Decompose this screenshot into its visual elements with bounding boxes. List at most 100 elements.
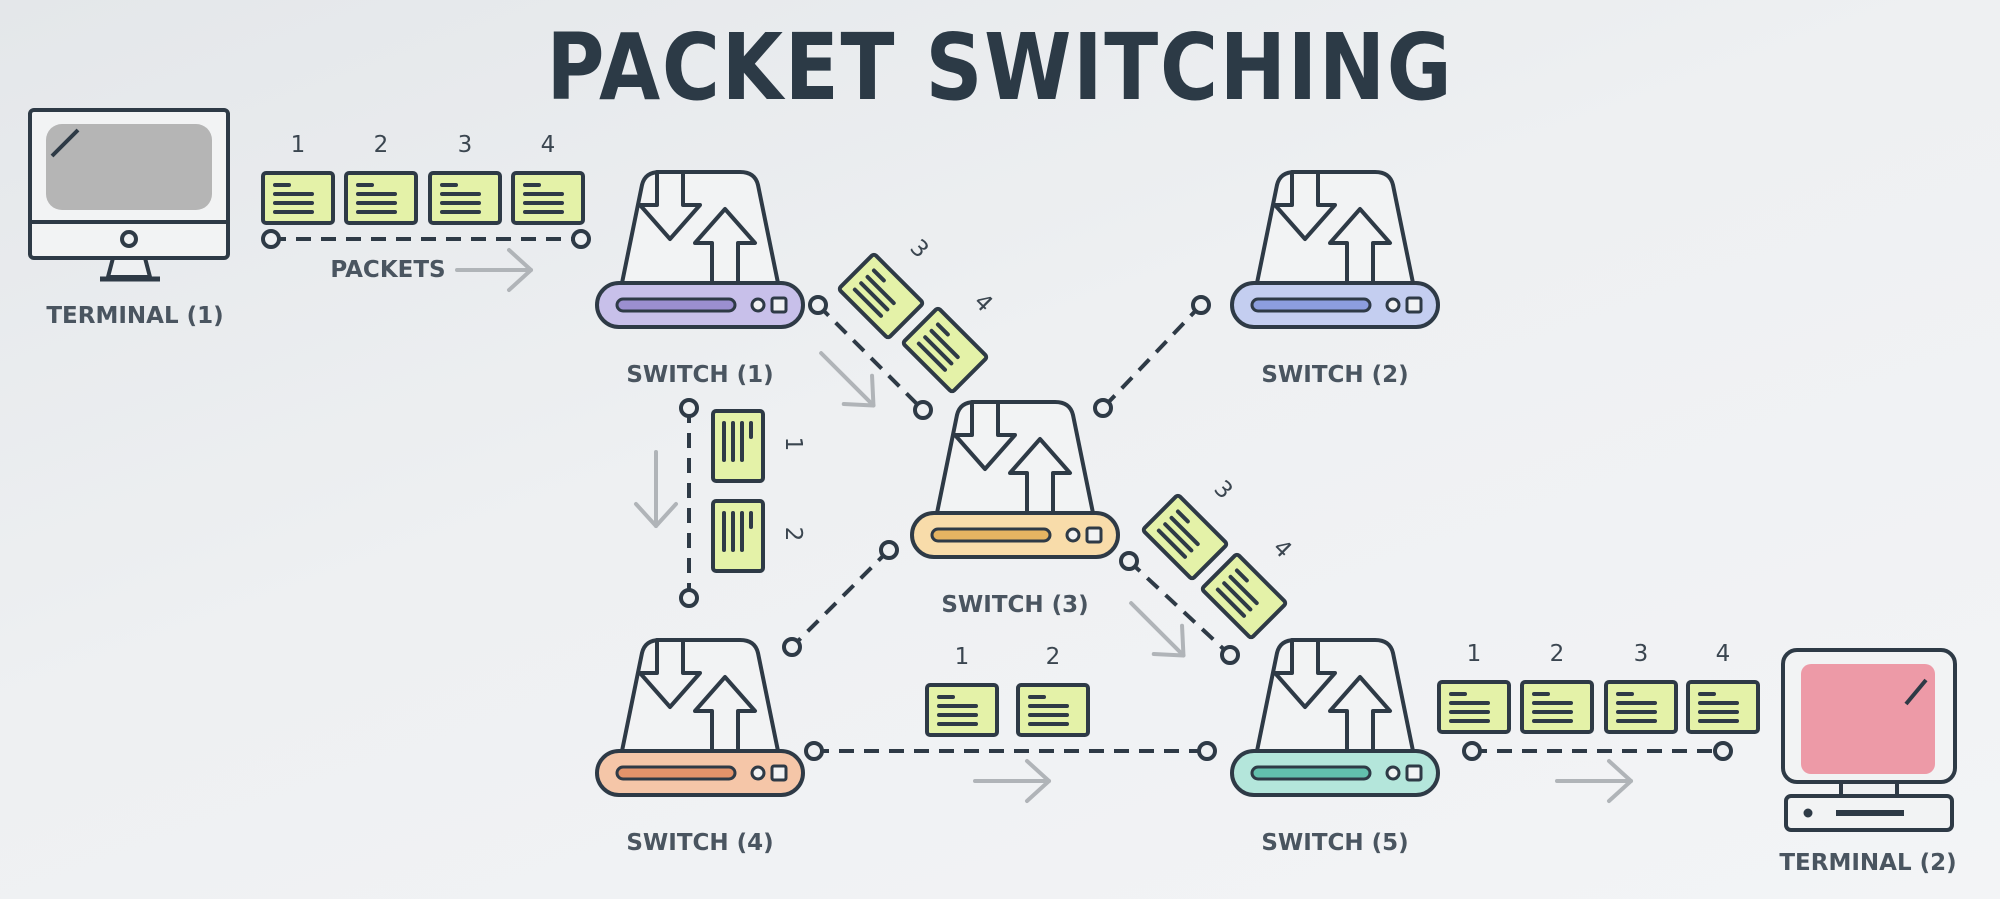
packet-icon bbox=[1520, 680, 1594, 734]
endpoint bbox=[1191, 295, 1211, 315]
switch-led bbox=[750, 765, 766, 781]
switch-label: SWITCH (3) bbox=[941, 592, 1088, 618]
switch-label: SWITCH (5) bbox=[1261, 830, 1408, 856]
packet bbox=[711, 499, 765, 573]
network-switch bbox=[1230, 638, 1440, 797]
switch-port bbox=[1405, 764, 1423, 782]
monitor-icon bbox=[28, 108, 230, 282]
packet-number: 3 bbox=[905, 235, 934, 264]
terminal-label: TERMINAL (2) bbox=[1779, 850, 1956, 876]
packet-number: 2 bbox=[374, 132, 389, 158]
switch-slot bbox=[1250, 765, 1372, 781]
switch-port bbox=[1085, 526, 1103, 544]
endpoint bbox=[782, 637, 802, 657]
link-s2-s3 bbox=[1101, 303, 1203, 410]
endpoint bbox=[1119, 551, 1139, 571]
switch-label: SWITCH (1) bbox=[626, 362, 773, 388]
arrow-right-icon bbox=[973, 759, 1051, 803]
endpoint bbox=[1462, 741, 1482, 761]
packet-number: 3 bbox=[1209, 476, 1238, 505]
packet bbox=[711, 409, 765, 483]
packet bbox=[1520, 680, 1594, 734]
switch-icon bbox=[620, 638, 780, 757]
packet bbox=[925, 683, 999, 737]
link-s3-s4 bbox=[790, 548, 891, 649]
arrow-down-icon bbox=[634, 450, 678, 528]
packet-icon bbox=[1686, 680, 1760, 734]
endpoint bbox=[1197, 741, 1217, 761]
switch-icon bbox=[1255, 170, 1415, 289]
arrow-down-right-icon bbox=[807, 339, 888, 420]
arrow-down-right-icon bbox=[1117, 589, 1198, 670]
network-switch bbox=[595, 638, 805, 797]
packet-icon bbox=[261, 171, 335, 225]
switches: SWITCH (1)SWITCH (2)SWITCH (3)SWITCH (4)… bbox=[595, 170, 1440, 856]
packet-number: 1 bbox=[291, 132, 306, 158]
terminal-1: TERMINAL (1) bbox=[28, 108, 230, 329]
switch-icon bbox=[620, 170, 780, 289]
switch-icon bbox=[935, 400, 1095, 519]
switch-led bbox=[750, 297, 766, 313]
packet-number: 2 bbox=[1046, 644, 1061, 670]
packet-number: 3 bbox=[458, 132, 473, 158]
connections bbox=[271, 237, 1723, 753]
packet bbox=[1143, 495, 1228, 580]
packet-number: 3 bbox=[1634, 641, 1649, 667]
network-switch bbox=[910, 400, 1120, 559]
packet bbox=[1202, 554, 1287, 639]
connection-endpoints bbox=[261, 229, 1733, 761]
packet bbox=[1686, 680, 1760, 734]
endpoint bbox=[1220, 645, 1240, 665]
endpoint bbox=[879, 540, 899, 560]
switch-port bbox=[770, 296, 788, 314]
endpoint bbox=[679, 588, 699, 608]
arrow-right-icon bbox=[1555, 759, 1633, 803]
switch-led bbox=[1385, 297, 1401, 313]
packet-number: 1 bbox=[1467, 641, 1482, 667]
endpoint bbox=[808, 295, 828, 315]
switch-slot bbox=[1250, 297, 1372, 313]
packet-number: 1 bbox=[780, 437, 806, 452]
packet-number: 1 bbox=[955, 644, 970, 670]
packet-number: 2 bbox=[1550, 641, 1565, 667]
packet bbox=[344, 171, 418, 225]
endpoint bbox=[679, 398, 699, 418]
terminal-label: TERMINAL (1) bbox=[46, 303, 223, 329]
packet-icon bbox=[711, 499, 765, 573]
packet-icon bbox=[925, 683, 999, 737]
packet-icon bbox=[1202, 554, 1287, 639]
network-switch bbox=[1230, 170, 1440, 329]
switch-port bbox=[1405, 296, 1423, 314]
switch-led bbox=[1385, 765, 1401, 781]
packet bbox=[428, 171, 502, 225]
diagram-title: PACKET SWITCHING bbox=[546, 14, 1454, 121]
packet-icon bbox=[1143, 495, 1228, 580]
packet-number: 4 bbox=[1268, 535, 1297, 564]
switch-slot bbox=[930, 527, 1052, 543]
switch-port bbox=[770, 764, 788, 782]
link-s3-s5 bbox=[1127, 559, 1232, 657]
packet-icon bbox=[428, 171, 502, 225]
terminal-screen bbox=[46, 124, 212, 210]
packet-icon bbox=[511, 171, 585, 225]
packet bbox=[839, 254, 924, 339]
packet-icon bbox=[344, 171, 418, 225]
packet-number: 4 bbox=[541, 132, 556, 158]
terminal-screen bbox=[1801, 664, 1935, 774]
packet-icon bbox=[1016, 683, 1090, 737]
switch-slot bbox=[615, 297, 737, 313]
packet bbox=[903, 308, 988, 393]
packets-caption: PACKETS bbox=[330, 257, 445, 283]
switch-label: SWITCH (2) bbox=[1261, 362, 1408, 388]
packet bbox=[1016, 683, 1090, 737]
packet-number: 4 bbox=[1716, 641, 1731, 667]
packet bbox=[1437, 680, 1511, 734]
terminal-2: TERMINAL (2) bbox=[1779, 648, 1957, 876]
packet-number: 2 bbox=[780, 527, 806, 542]
endpoint bbox=[804, 741, 824, 761]
switch-led bbox=[1065, 527, 1081, 543]
switch-slot bbox=[615, 765, 737, 781]
packet bbox=[511, 171, 585, 225]
